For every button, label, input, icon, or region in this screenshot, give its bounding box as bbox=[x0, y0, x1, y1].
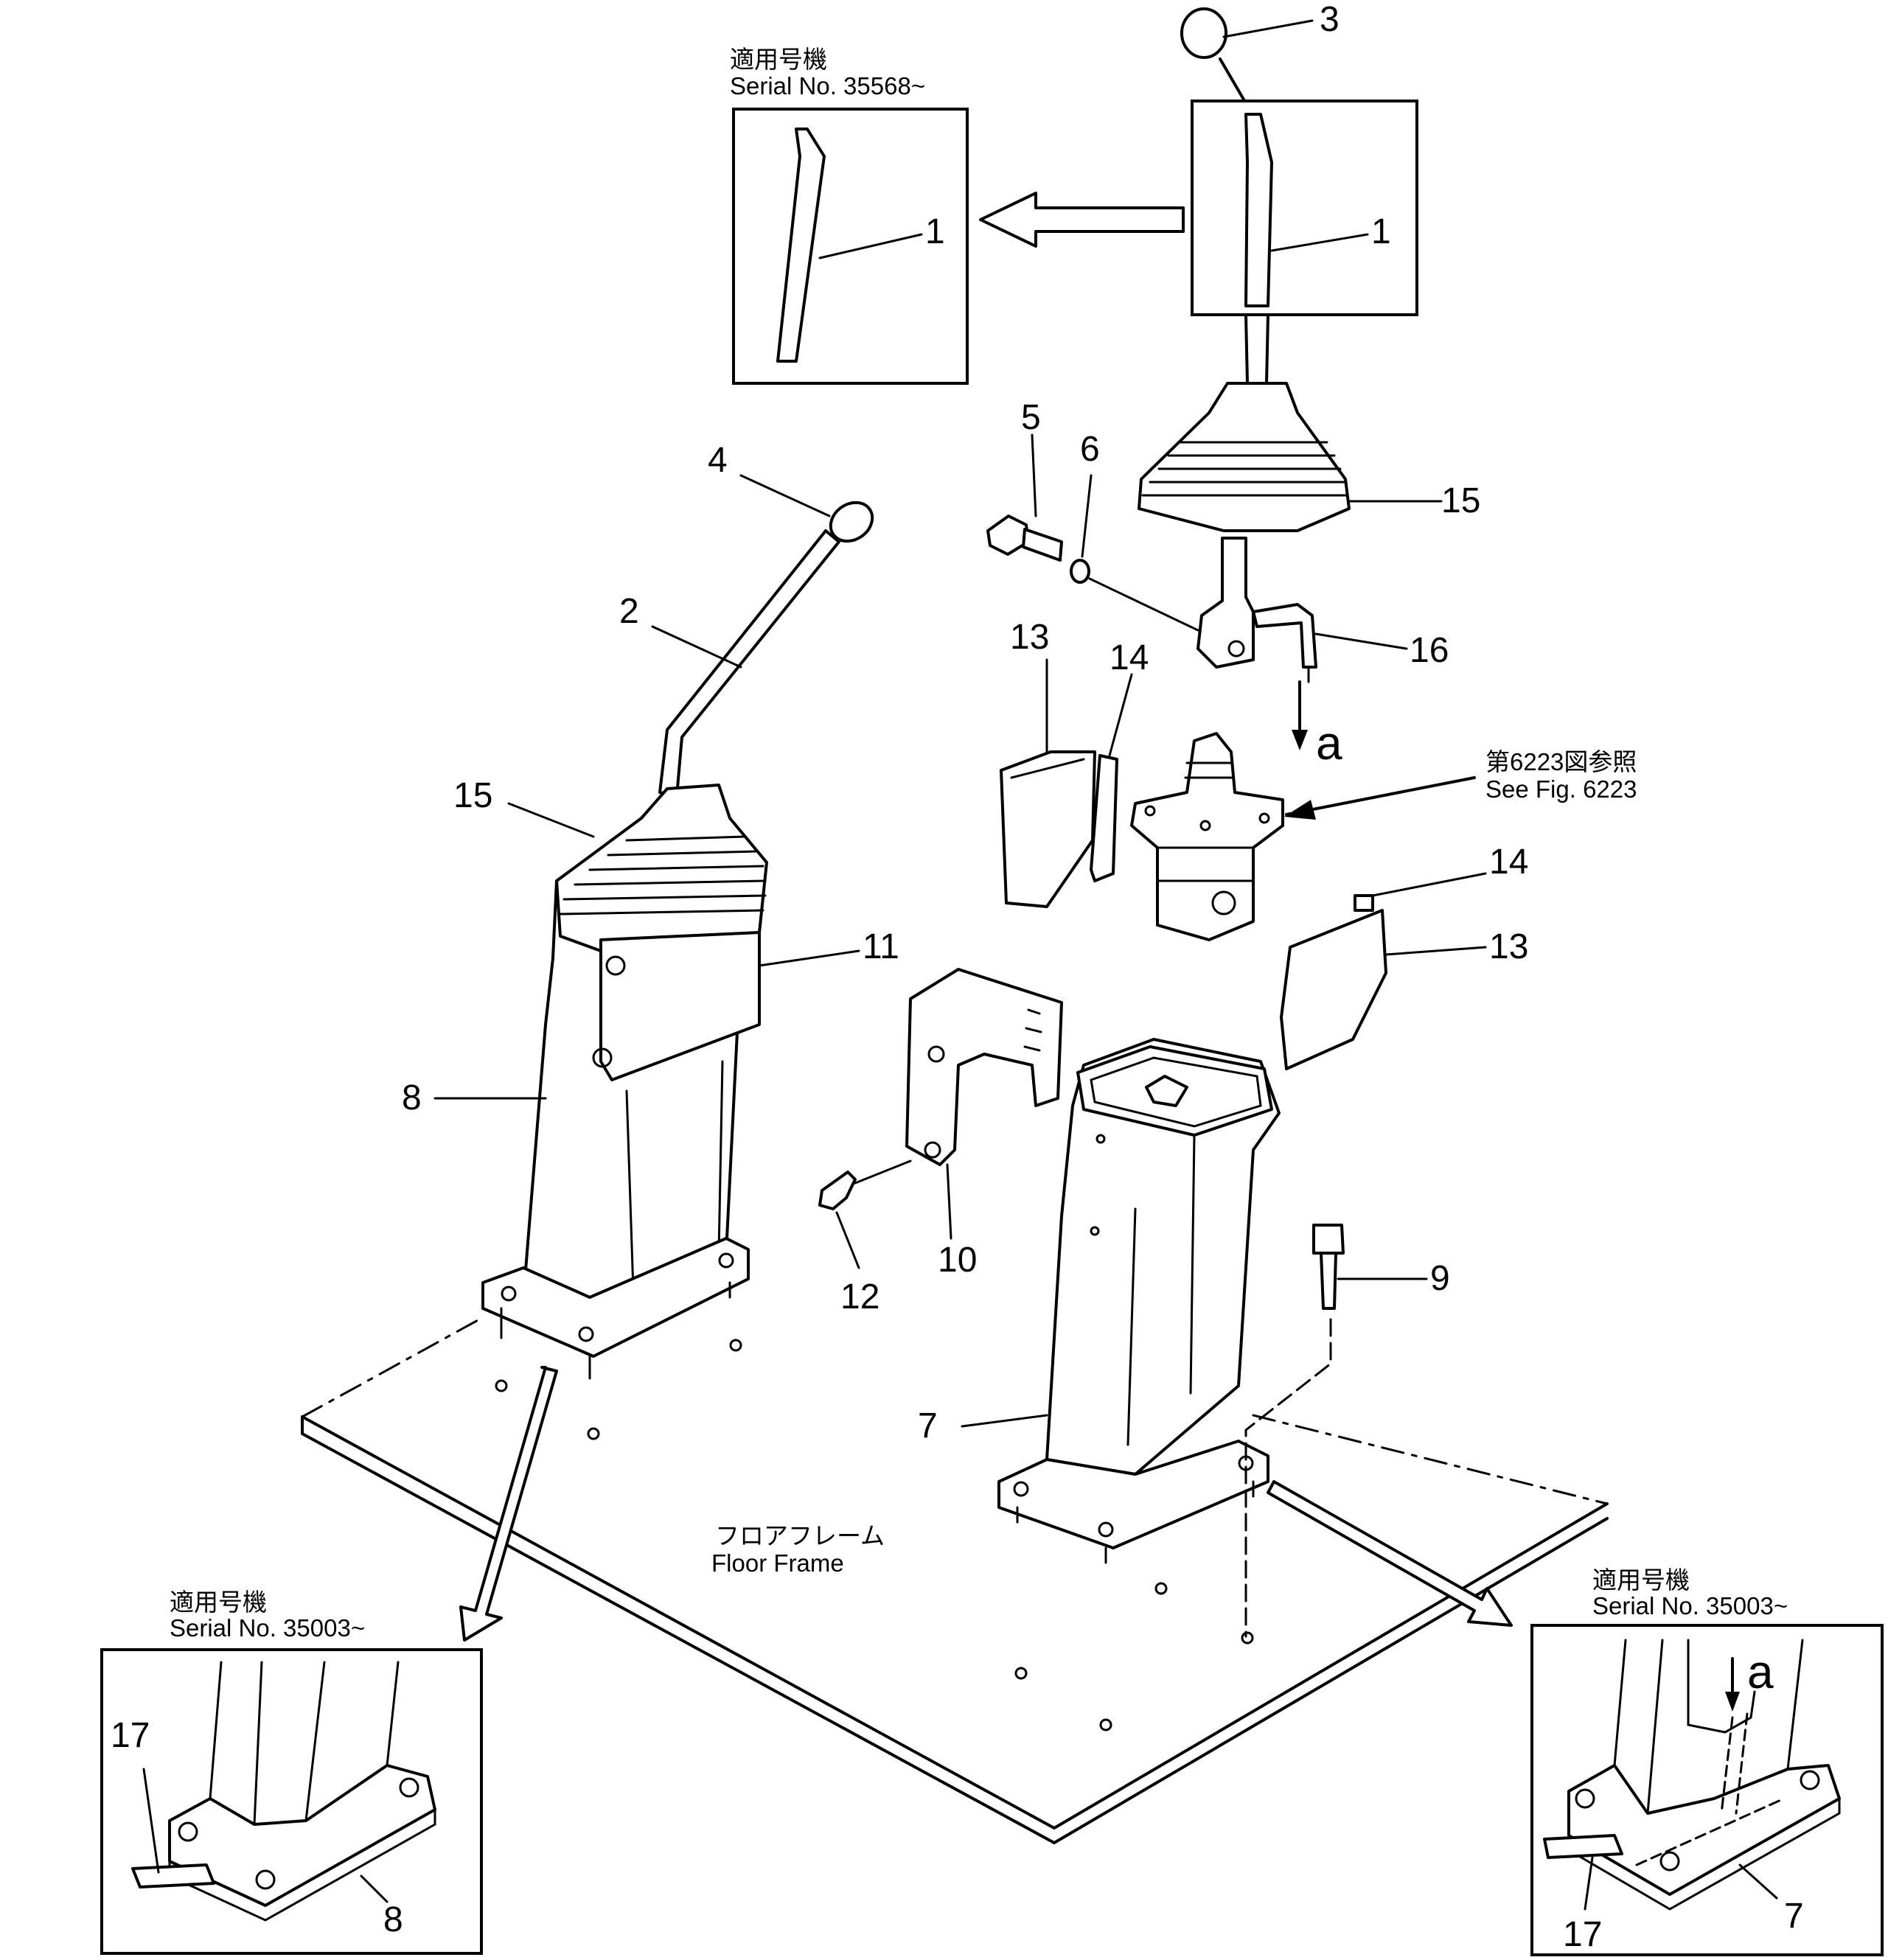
leader-p2 bbox=[651, 625, 742, 669]
bracket-assembly: 10 12 bbox=[818, 968, 1063, 1316]
label-p14-left: 14 bbox=[1110, 638, 1149, 677]
wire-harness bbox=[1252, 603, 1317, 669]
lever-bent-inset bbox=[776, 128, 826, 363]
label-p10: 10 bbox=[938, 1241, 977, 1280]
label-p8-inset: 8 bbox=[383, 1900, 403, 1939]
knob-right bbox=[1180, 7, 1227, 59]
top-inset-serial: Serial No. 35568~ bbox=[730, 72, 925, 100]
label-p7-inset: 7 bbox=[1784, 1897, 1804, 1936]
top-inset: 適用号機 Serial No. 35568~ 1 bbox=[730, 46, 969, 385]
leader-p12 bbox=[835, 1211, 860, 1269]
arrow-to-bl-inset bbox=[459, 1366, 558, 1642]
leader-p7-main bbox=[961, 1414, 1048, 1428]
label-p11: 11 bbox=[863, 927, 899, 966]
bolt-p5 bbox=[986, 515, 1030, 556]
bl-inset-serial: Serial No. 35003~ bbox=[170, 1614, 365, 1642]
bl-base-plate bbox=[168, 1764, 436, 1907]
left-console: 4 2 15 11 8 bbox=[402, 441, 899, 1642]
label-p1-inset: 1 bbox=[925, 212, 945, 251]
leader-p13-right bbox=[1384, 946, 1487, 956]
leader-p10 bbox=[946, 1163, 952, 1240]
pilot-valve-body bbox=[1130, 732, 1284, 941]
leader-p15-left bbox=[507, 802, 595, 838]
lever-detail-box bbox=[1191, 100, 1418, 316]
leader-see-fig bbox=[1285, 776, 1476, 816]
floor-frame-jp: フロアフレーム bbox=[715, 1522, 885, 1549]
leader-p8-inset bbox=[360, 1874, 389, 1903]
bolt-p9 bbox=[1312, 1224, 1345, 1255]
label-p1-main: 1 bbox=[1371, 212, 1391, 251]
label-p4: 4 bbox=[708, 441, 728, 480]
bracket-p10 bbox=[905, 968, 1063, 1166]
leader-p3 bbox=[1222, 19, 1314, 38]
leader-p1-inset bbox=[818, 233, 923, 259]
label-p8-main: 8 bbox=[402, 1078, 422, 1117]
lever-straight bbox=[1244, 113, 1273, 307]
plate-p13-right bbox=[1280, 909, 1387, 1070]
leader-p16 bbox=[1314, 632, 1408, 650]
br-inset-jp: 適用号機 bbox=[1592, 1566, 1690, 1594]
floor-frame bbox=[301, 1318, 1609, 1844]
label-p7-main: 7 bbox=[918, 1406, 938, 1445]
strip-p14-right bbox=[1354, 894, 1374, 912]
washer-p6 bbox=[1070, 559, 1090, 584]
bottom-right-inset: 適用号機 Serial No. 35003~ a 17 7 bbox=[1530, 1566, 1884, 1956]
label-p6: 6 bbox=[1080, 430, 1100, 469]
label-view-a-inset: a bbox=[1747, 1645, 1774, 1698]
bl-inset-jp: 適用号機 bbox=[170, 1588, 267, 1616]
top-inset-jp: 適用号機 bbox=[730, 46, 827, 73]
label-p13-left: 13 bbox=[1010, 618, 1049, 657]
bl-hose-p17 bbox=[131, 1863, 215, 1888]
label-p3: 3 bbox=[1320, 0, 1340, 39]
cover-p11 bbox=[599, 931, 761, 1081]
base-plate-left bbox=[481, 1237, 750, 1358]
right-lever-assembly: 3 1 15 16 a 5 6 bbox=[986, 0, 1480, 770]
label-p15-left: 15 bbox=[453, 776, 492, 815]
arrow-to-top-inset bbox=[979, 192, 1185, 248]
label-p13-right: 13 bbox=[1489, 927, 1528, 966]
leader-p6 bbox=[1081, 474, 1093, 558]
leader-p11 bbox=[758, 949, 860, 967]
console-body-right bbox=[1045, 1038, 1281, 1476]
br-inset-serial: Serial No. 35003~ bbox=[1592, 1592, 1788, 1619]
floor-frame-en: Floor Frame bbox=[711, 1549, 844, 1577]
leader-p1-main bbox=[1270, 233, 1369, 252]
br-hose-p17 bbox=[1543, 1834, 1623, 1859]
top-inset-frame bbox=[732, 108, 969, 385]
label-view-a-main: a bbox=[1316, 716, 1342, 770]
label-p17-right: 17 bbox=[1563, 1915, 1602, 1954]
label-p5: 5 bbox=[1021, 398, 1041, 437]
lever-p2 bbox=[658, 529, 840, 798]
br-base-plate bbox=[1567, 1764, 1841, 1896]
label-p2: 2 bbox=[619, 592, 639, 631]
label-p12: 12 bbox=[840, 1277, 879, 1316]
strip-p14-left bbox=[1090, 754, 1118, 882]
knob-p4 bbox=[829, 501, 874, 543]
leader-p14-left bbox=[1108, 673, 1133, 757]
leader-p17-left bbox=[142, 1768, 160, 1874]
base-plate-right bbox=[997, 1440, 1269, 1549]
boot-right bbox=[1138, 382, 1351, 532]
plate-p13-left bbox=[1000, 750, 1096, 908]
label-p17-left: 17 bbox=[111, 1716, 150, 1755]
plates: 13 14 14 13 bbox=[1000, 618, 1528, 1070]
joint-yoke bbox=[1196, 537, 1255, 669]
label-p9: 9 bbox=[1430, 1259, 1450, 1298]
label-p15-right: 15 bbox=[1441, 481, 1480, 520]
pilot-valve: 第6223図参照 See Fig. 6223 bbox=[1130, 732, 1637, 941]
bottom-left-inset: 適用号機 Serial No. 35003~ 17 8 bbox=[100, 1588, 483, 1955]
see-fig-jp: 第6223図参照 bbox=[1485, 748, 1637, 775]
leader-p7-inset bbox=[1738, 1863, 1778, 1900]
arrow-to-br-inset bbox=[1267, 1480, 1513, 1627]
label-p14-right: 14 bbox=[1489, 843, 1528, 882]
leader-p4 bbox=[739, 474, 831, 517]
leader-p17-right bbox=[1584, 1856, 1594, 1911]
see-fig-en: See Fig. 6223 bbox=[1485, 775, 1637, 803]
right-console: 7 9 bbox=[918, 1038, 1513, 1638]
leader-p14-right bbox=[1371, 872, 1487, 897]
grommet-p12 bbox=[818, 1171, 857, 1210]
label-p16: 16 bbox=[1410, 631, 1449, 670]
leader-p5 bbox=[1031, 433, 1037, 517]
